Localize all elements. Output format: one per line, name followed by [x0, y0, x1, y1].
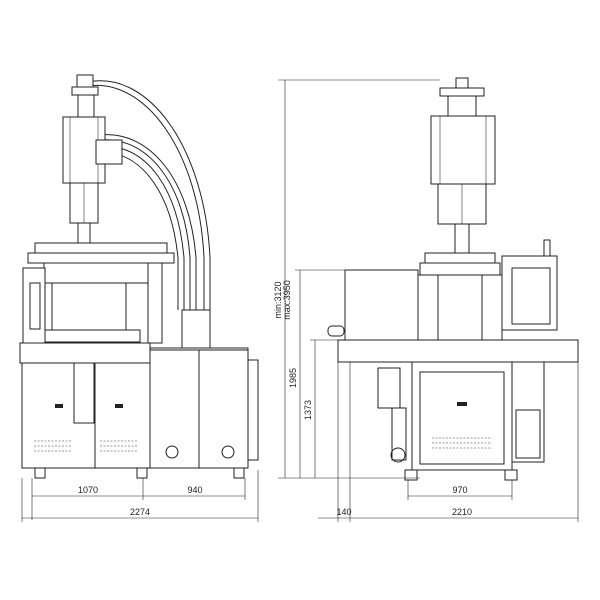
- mold-area: [344, 269, 419, 341]
- side-view: [327, 77, 579, 481]
- front-view: [19, 74, 259, 479]
- foot: [34, 467, 46, 479]
- screen: [511, 267, 551, 325]
- side-injection-unit: [430, 115, 496, 185]
- front-table: [19, 342, 151, 364]
- vent-grille: [34, 440, 138, 452]
- valve-block: [377, 367, 401, 409]
- dim-height-top-table: 1985: [288, 368, 298, 388]
- dim-front-left: 1070: [78, 485, 98, 495]
- dim-side-total: 2210: [452, 507, 472, 517]
- dim-front-total: 2274: [130, 507, 150, 517]
- top-valve: [76, 74, 94, 88]
- dim-side-base: 970: [452, 485, 467, 495]
- dimension-lines: [21, 79, 579, 522]
- clamp-platen: [34, 242, 168, 254]
- hose-box: [181, 309, 211, 349]
- dim-height-min: min:3120: [273, 281, 283, 318]
- side-top-valve: [455, 77, 469, 89]
- dim-height-table: 1373: [303, 400, 313, 420]
- side-table: [337, 339, 579, 363]
- dim-front-right: 940: [187, 485, 202, 495]
- side-vent-grille: [432, 437, 492, 449]
- dim-height-max: max:3950: [282, 280, 292, 320]
- dim-side-offset: 140: [336, 507, 351, 517]
- fan-icon: [165, 445, 179, 459]
